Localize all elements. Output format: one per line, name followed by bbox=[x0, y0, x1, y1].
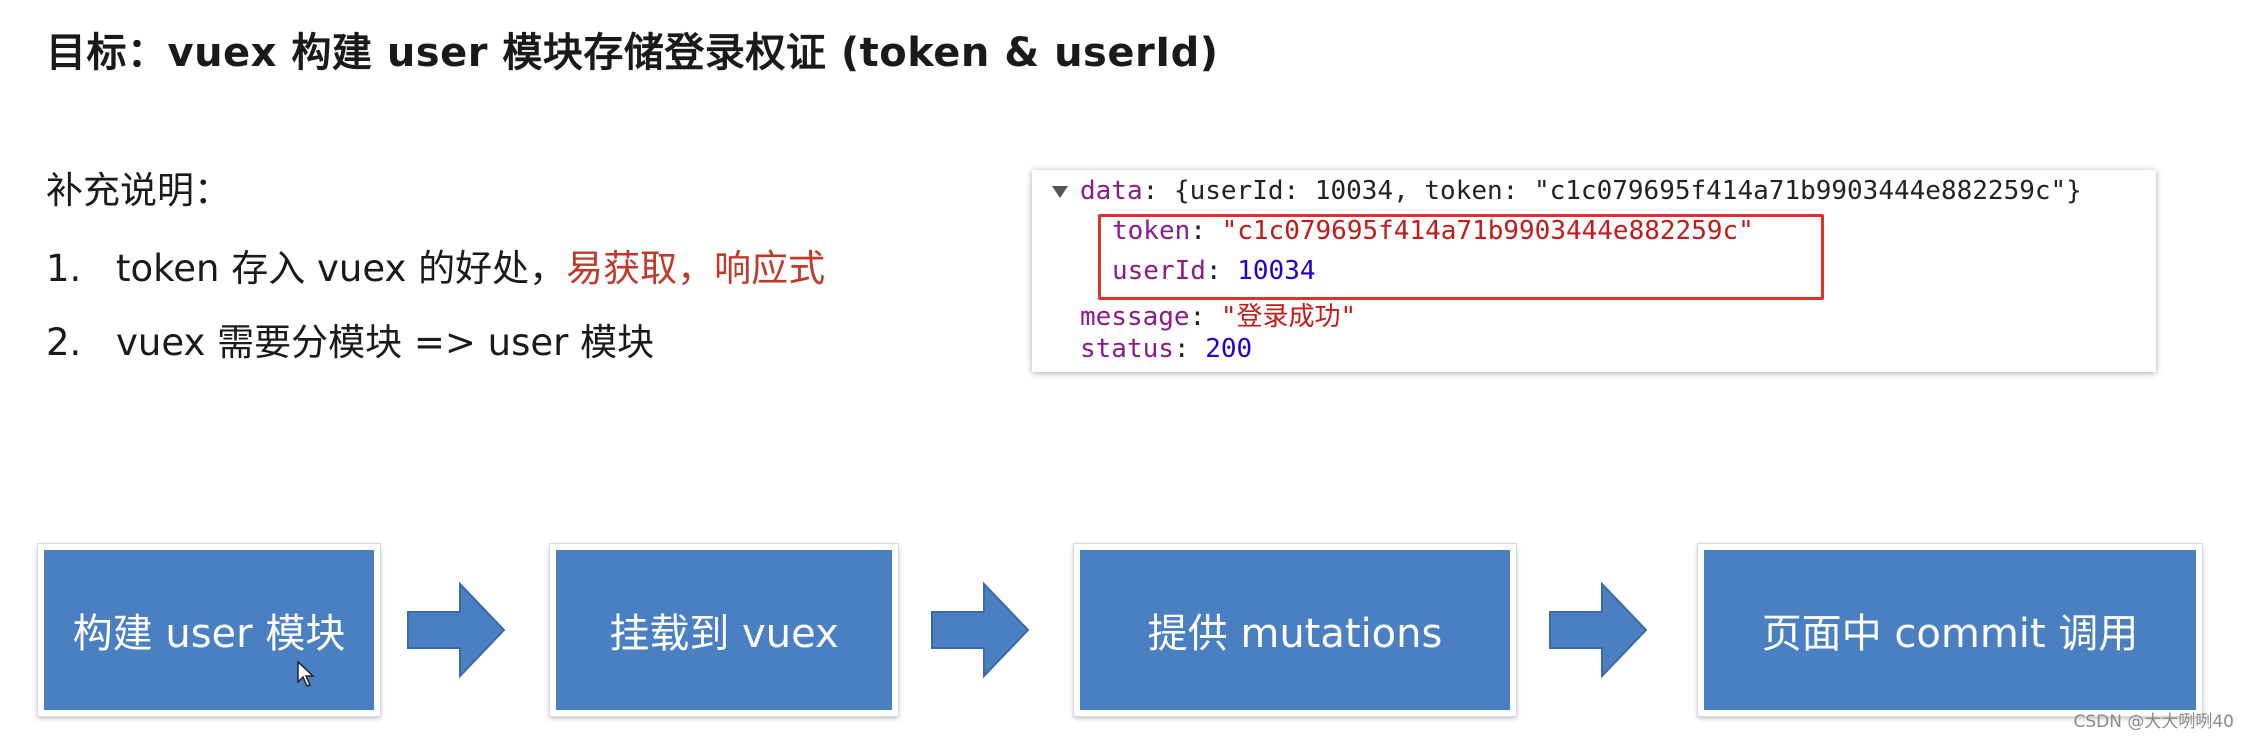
note-item-2: 2. vuex 需要分模块 => user 模块 bbox=[46, 312, 654, 366]
data-key: data bbox=[1080, 176, 1143, 206]
status-key: status bbox=[1080, 334, 1174, 364]
note-item-1: 1. token 存入 vuex 的好处，易获取，响应式 bbox=[46, 238, 825, 292]
token-line: token: "c1c079695f414a71b9903444e882259c… bbox=[1112, 216, 1754, 246]
userid-value: 10034 bbox=[1237, 256, 1316, 286]
userid-key: userId bbox=[1112, 256, 1206, 286]
step-commit-in-page: 页面中 commit 调用 bbox=[1697, 543, 2203, 717]
note-text: vuex 需要分模块 => user 模块 bbox=[116, 321, 655, 364]
message-value: "登录成功" bbox=[1220, 302, 1357, 332]
data-summary: {userId: 10034, token: "c1c079695f414a71… bbox=[1173, 176, 2082, 206]
note-highlight: 易获取，响应式 bbox=[566, 247, 826, 290]
status-value: 200 bbox=[1205, 334, 1253, 364]
token-key: token bbox=[1112, 216, 1191, 246]
status-line: status: 200 bbox=[1080, 334, 1253, 364]
note-number: 2. bbox=[46, 321, 82, 364]
mouse-cursor-icon bbox=[297, 660, 315, 687]
token-value: "c1c079695f414a71b9903444e882259c" bbox=[1221, 216, 1754, 246]
flow-arrow-icon bbox=[1549, 581, 1648, 679]
userid-line: userId: 10034 bbox=[1112, 256, 1316, 286]
note-number: 1. bbox=[46, 247, 82, 290]
page-title: 目标：vuex 构建 user 模块存储登录权证 (token & userId… bbox=[46, 30, 1219, 76]
data-line[interactable]: data: {userId: 10034, token: "c1c079695f… bbox=[1080, 176, 2082, 206]
step-mount-to-vuex: 挂载到 vuex bbox=[549, 543, 899, 717]
message-key: message bbox=[1080, 302, 1190, 332]
step-build-user-module: 构建 user 模块 bbox=[37, 543, 381, 717]
highlight-box bbox=[1098, 214, 1824, 300]
message-line: message: "登录成功" bbox=[1080, 302, 1357, 332]
watermark: CSDN @大大咧咧40 bbox=[2073, 712, 2234, 732]
note-text: token 存入 vuex 的好处， bbox=[116, 247, 567, 290]
step-provide-mutations: 提供 mutations bbox=[1073, 543, 1517, 717]
notes-heading: 补充说明： bbox=[46, 169, 231, 212]
flow-arrow-icon bbox=[931, 581, 1030, 679]
devtools-response-panel: data: {userId: 10034, token: "c1c079695f… bbox=[1032, 170, 2156, 372]
expand-triangle-icon[interactable] bbox=[1052, 186, 1068, 198]
flow-arrow-icon bbox=[407, 581, 506, 679]
